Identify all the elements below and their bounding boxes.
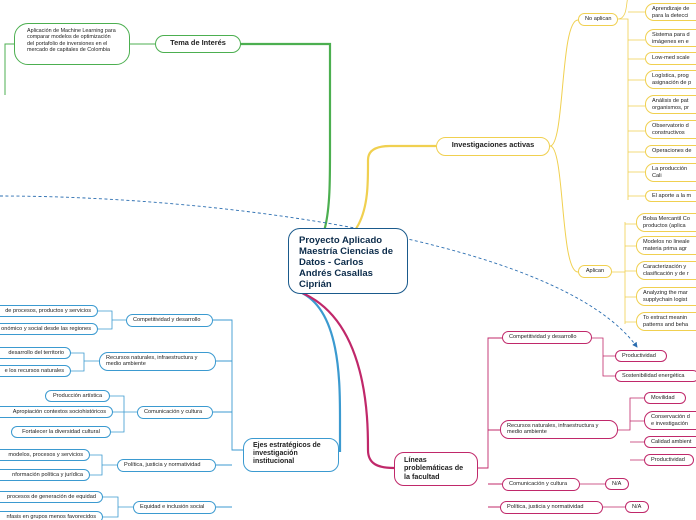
ejes-group[interactable]: Competitividad y desarrollo — [126, 314, 213, 327]
ejes-group[interactable]: Equidad e inclusión social — [133, 501, 216, 514]
ejes-item[interactable]: Apropiación contextos sociohistóricos — [0, 406, 113, 418]
ejes-group[interactable]: Política, justicia y normatividad — [117, 459, 216, 472]
no-aplican-item[interactable]: Análisis de pat organismos, pr — [645, 95, 696, 114]
aplican-item[interactable]: Bolsa Mercantil Co productos (aplica — [636, 213, 696, 232]
no-aplican-item[interactable]: Logística, prog asignación de p — [645, 70, 696, 89]
lineas-item[interactable]: Conservación d e investigación — [644, 411, 696, 430]
ejes-item[interactable]: nformación política y jurídica — [0, 469, 90, 481]
lineas-group[interactable]: Comunicación y cultura — [502, 478, 580, 491]
branch-tema-de-interes[interactable]: Tema de Interés — [155, 35, 241, 53]
branch-ejes-estrategicos[interactable]: Ejes estratégicos de investigación insti… — [243, 438, 339, 472]
lineas-group[interactable]: Competitividad y desarrollo — [502, 331, 592, 344]
no-aplican-item[interactable]: Low-med scale — [645, 52, 696, 65]
no-aplican-item[interactable]: Aprendizaje de para la detecci — [645, 3, 696, 21]
no-aplican-item[interactable]: Operaciones de — [645, 145, 696, 158]
ejes-group[interactable]: Comunicación y cultura — [137, 406, 213, 419]
aplican-item[interactable]: Modelos no lineale materia prima agr — [636, 236, 696, 255]
aplican-item[interactable]: To extract meanin patterns and beha — [636, 312, 696, 331]
lineas-group[interactable]: Política, justicia y normatividad — [500, 501, 603, 514]
aplican-item[interactable]: Analyzing the mar supplychain logist — [636, 287, 696, 306]
trunk-lineas — [299, 290, 395, 470]
central-topic[interactable]: Proyecto Aplicado Maestría Ciencias de D… — [288, 228, 408, 294]
no-aplican-item[interactable]: El aporte a la m — [645, 190, 696, 202]
no-aplican-item[interactable]: Sistema para d imágenes en e — [645, 29, 696, 47]
ejes-item[interactable]: de procesos, productos y servicios — [0, 305, 98, 317]
aplican-item[interactable]: Caracterización y clasificación y de r — [636, 261, 696, 280]
lineas-group[interactable]: Recursos naturales, infraestructura y me… — [500, 420, 618, 439]
lineas-item[interactable]: Calidad ambient — [644, 436, 696, 448]
tema-topic-item[interactable]: Aplicación de Machine Learning para comp… — [14, 23, 130, 65]
lineas-item[interactable]: N/A — [605, 478, 629, 490]
ejes-item[interactable]: procesos de generación de equidad — [0, 491, 103, 503]
ejes-item[interactable]: onómico y social desde las regiones — [0, 323, 98, 335]
lineas-item[interactable]: Productividad — [615, 350, 667, 362]
ejes-item[interactable]: e los recursos naturales — [0, 365, 71, 377]
ejes-item[interactable]: nfasis en grupos menos favorecidos — [0, 511, 103, 520]
ejes-item[interactable]: Producción artística — [45, 390, 110, 402]
no-aplican-item[interactable]: Observatorio d constructivos — [645, 120, 696, 139]
branch-lineas-problematicas[interactable]: Líneas problemáticas de la facultad — [394, 452, 478, 486]
trunk-ejes — [299, 290, 342, 452]
lineas-item[interactable]: N/A — [625, 501, 649, 513]
investigaciones-no-aplican[interactable]: No aplican — [578, 13, 618, 26]
ejes-item[interactable]: Fortalecer la diversidad cultural — [11, 426, 111, 438]
ejes-item[interactable]: modelos, procesos y servicios — [0, 449, 90, 461]
branch-investigaciones-activas[interactable]: Investigaciones activas — [436, 137, 550, 156]
lineas-item[interactable]: Sostenibilidad energética — [615, 370, 696, 382]
ejes-item[interactable]: desarrollo del territorio — [0, 347, 71, 359]
investigaciones-aplican[interactable]: Aplican — [578, 265, 612, 278]
ejes-group[interactable]: Recursos naturales, infraestructura y me… — [99, 352, 216, 371]
lineas-item[interactable]: Movilidad — [644, 392, 686, 404]
lineas-item[interactable]: Productividad — [644, 454, 694, 466]
no-aplican-item[interactable]: La producción Cali — [645, 163, 696, 182]
